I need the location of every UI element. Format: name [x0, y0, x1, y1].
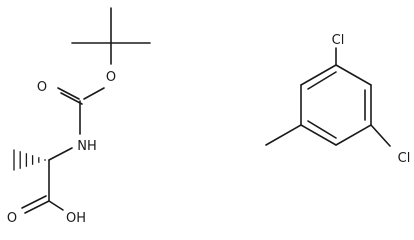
nh-label: NH	[77, 139, 97, 154]
carbonyl-double-bond-b	[60, 92, 83, 105]
dichlorotoluene-structure: Cl Cl	[265, 33, 411, 166]
top-chlorine-label: Cl	[332, 33, 345, 48]
acid-to-hydroxyl-bond	[48, 200, 64, 211]
nitrogen-to-alpha-carbon-bond	[48, 147, 73, 161]
acid-carbonyl-double-bond-b	[21, 195, 47, 209]
chemical-structures-canvas: O O NH OH O Cl Cl	[6, 7, 411, 226]
hydroxyl-label: OH	[66, 211, 86, 226]
right-chlorine-bond	[370, 124, 391, 147]
acid-oxygen-label: O	[7, 211, 17, 226]
ring-inner-double-bond-3	[307, 71, 337, 90]
ring-bond-6	[300, 64, 337, 86]
oxygen-to-carbonyl-bond	[83, 87, 105, 100]
ring-inner-double-bond-2	[307, 120, 337, 139]
ring-bond-3	[335, 124, 372, 146]
ring-bond-4	[300, 124, 337, 146]
right-chlorine-label: Cl	[398, 151, 411, 166]
boc-alanine-structure: O O NH OH O	[7, 7, 151, 226]
methyl-bond	[265, 124, 302, 146]
stereo-hash-wedge	[13, 149, 46, 171]
carbonyl-oxygen-label: O	[37, 80, 47, 95]
carbonyl-double-bond-a	[57, 87, 80, 100]
structures-svg: O O NH OH O Cl Cl	[7, 7, 411, 226]
ring-bond-1	[335, 64, 372, 86]
ester-oxygen-label: O	[106, 70, 116, 85]
acid-carbonyl-double-bond-a	[24, 200, 50, 214]
